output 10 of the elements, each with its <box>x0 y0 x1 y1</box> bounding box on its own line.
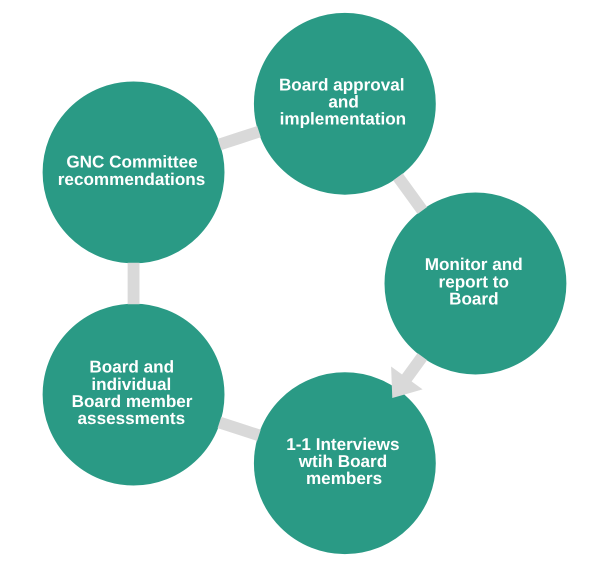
node-circle: 1-1 Interviews wtih Board members <box>253 372 436 554</box>
connector <box>217 416 260 441</box>
connector <box>127 262 139 304</box>
node-circle: Monitor and report to Board <box>384 192 566 374</box>
node-circle: GNC Committee recommendations <box>42 81 224 264</box>
node-circle: Board and individual Board member assessments <box>42 304 224 486</box>
arrow <box>390 353 427 398</box>
connector <box>217 126 260 150</box>
node-circle: Board approval and implementation <box>253 12 436 195</box>
connector <box>392 173 427 214</box>
